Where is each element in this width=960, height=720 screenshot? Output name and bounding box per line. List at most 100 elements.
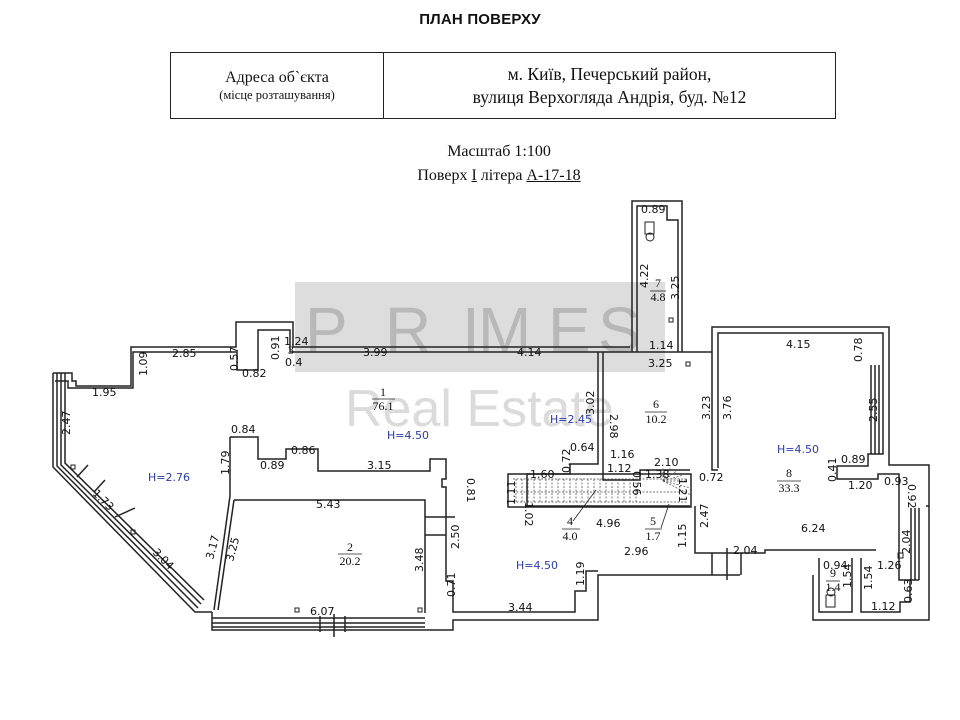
dimension-label: 2.98	[607, 414, 620, 439]
dimension-label: 1.12	[871, 600, 896, 613]
room-4-leader	[572, 489, 597, 522]
wall-east-south	[812, 506, 930, 621]
room-2-number: 2	[347, 540, 353, 554]
address-label-cell: Адреса об`єкта (місце розташування)	[171, 53, 384, 118]
dimension-label: 2.04	[733, 544, 758, 557]
dimension-label: 0.64	[570, 441, 595, 454]
wall-room7-outer	[631, 200, 683, 352]
dimension-label: 0.89	[260, 459, 285, 472]
dimension-label: 3.48	[413, 548, 426, 573]
dimension-label: 1.79	[219, 451, 232, 476]
wall-side-room	[860, 558, 911, 613]
column-icon	[897, 552, 904, 559]
watermark-letter-r: R	[385, 294, 431, 366]
room-6-number: 6	[653, 397, 659, 411]
column-icon	[417, 607, 423, 613]
room-4-number: 4	[567, 514, 573, 528]
dimension-label: 0.63	[902, 579, 915, 604]
wall-west-glass-2	[60, 373, 202, 605]
column-icon	[685, 361, 691, 367]
room-4-area: 4.0	[563, 529, 578, 543]
room-5-area: 1.7	[646, 529, 661, 543]
height-label-corridor: H=2.45	[550, 413, 592, 426]
room-9-area: 1.4	[826, 580, 841, 594]
dimension-label: 0.89	[841, 453, 866, 466]
dimension-label: 5.43	[316, 498, 341, 511]
dimension-label: 3.15	[367, 459, 392, 472]
address-value-line1: м. Київ, Печерський район,	[507, 63, 712, 84]
dimension-label: 0.84	[231, 423, 256, 436]
dimension-label: 4.96	[596, 517, 621, 530]
room-8-area: 33.3	[779, 481, 800, 495]
dimension-label: 0.56	[630, 471, 643, 496]
dimension-label: 0.94	[823, 559, 848, 572]
wall-room2-west-outer	[213, 437, 231, 611]
dimension-label: 1.02	[522, 502, 535, 527]
room-1-area: 76.1	[373, 399, 394, 413]
dimension-label: 0.4	[285, 356, 303, 369]
wall-east-inner	[898, 508, 919, 581]
room-9-number: 9	[830, 566, 836, 580]
fixtures	[70, 221, 904, 613]
address-value-line2: вулиця Верхогляда Андрія, буд. №12	[472, 86, 747, 107]
dimension-label: 0.78	[852, 338, 865, 363]
column-icon	[70, 464, 76, 470]
wall-room7-inner	[636, 205, 679, 352]
wall-hall-partition	[230, 436, 447, 506]
floor-number: I	[471, 167, 477, 184]
dimension-label: 0.72	[560, 449, 573, 474]
stair-winder	[662, 480, 691, 489]
room-2-area: 20.2	[340, 554, 361, 568]
window-mullion	[76, 464, 89, 478]
room-1-number: 1	[380, 385, 386, 399]
wall-room8-west	[711, 352, 718, 471]
wall-south	[211, 574, 740, 631]
watermark-letter-i: I	[462, 294, 480, 366]
dimension-label: 6.07	[310, 605, 335, 618]
page-title: ПЛАН ПОВЕРХУ	[419, 11, 541, 28]
watermark: P R I M E S Real Estate	[295, 282, 665, 438]
room-6-area: 10.2	[646, 412, 667, 426]
dimension-label: 2.04	[900, 530, 913, 555]
dimension-label: 1.24	[284, 335, 309, 348]
toilet-icon	[826, 587, 836, 597]
wall-room9	[818, 558, 853, 613]
dimension-labels: 1.95 1.09 2.85 0.57 0.82 0.91 1.24 0.4 3…	[60, 203, 918, 618]
dimension-label: 0.93	[884, 475, 909, 488]
dimension-label: 1.38	[645, 468, 670, 481]
column-icon	[294, 607, 300, 613]
dimension-label: 4.22	[638, 264, 651, 289]
dimension-label: 0.92	[905, 484, 918, 509]
wall-room8-north	[711, 326, 890, 365]
dimension-label: 0.72	[699, 471, 724, 484]
height-label-hall-west: H=2.76	[148, 471, 190, 484]
watermark-letter-e: E	[548, 294, 591, 366]
wall-room8-east	[888, 365, 930, 507]
stair-treads	[513, 478, 688, 503]
dimension-label: 1.14	[649, 339, 674, 352]
window-mullion	[93, 479, 106, 493]
dimension-label: 1.19	[574, 562, 587, 587]
dimension-label: 2.50	[449, 525, 462, 550]
room-8-number: 8	[786, 466, 792, 480]
room-7-area: 4.8	[651, 290, 666, 304]
walls	[52, 200, 930, 637]
wall-north-west	[53, 321, 300, 387]
dimension-label: 0.41	[826, 458, 839, 483]
stair-steps	[515, 467, 692, 502]
dimension-label: 1.54	[862, 566, 875, 591]
floor-mid: літера	[476, 167, 527, 184]
dimension-label: 1.60	[530, 468, 555, 481]
dimension-label: 1.12	[607, 462, 632, 475]
floor-prefix: Поверх	[417, 167, 472, 184]
wall-west-glass-1	[56, 373, 199, 609]
address-label: Адреса об`єкта	[225, 68, 329, 86]
dimension-label: 4.14	[517, 346, 542, 359]
dimension-label: 2.85	[172, 347, 197, 360]
dimension-label: 3.44	[508, 601, 533, 614]
wall-north-inner	[55, 329, 630, 389]
dimension-label: 3.25	[648, 357, 673, 370]
dimension-label: 2.47	[698, 504, 711, 529]
dimension-label: 6.24	[801, 522, 826, 535]
